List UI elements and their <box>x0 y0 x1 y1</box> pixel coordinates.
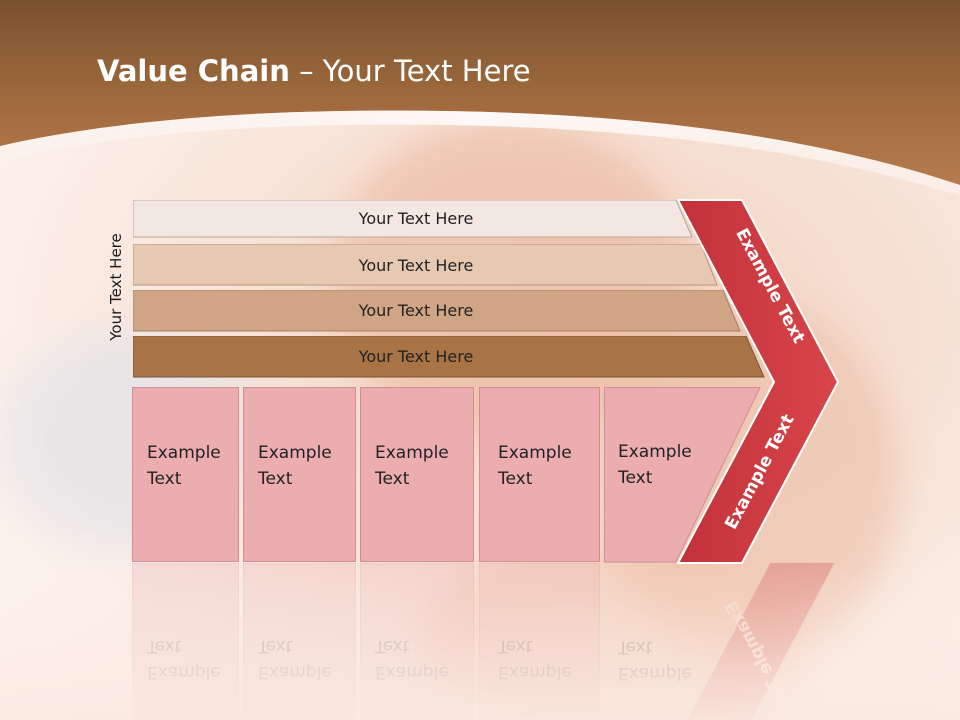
box-5: Example Text <box>618 442 692 488</box>
row-3-shape <box>133 290 741 332</box>
row-1-label: Your Text Here <box>358 209 474 228</box>
chevron-arrow <box>677 199 839 564</box>
row-2-label: Your Text Here <box>358 256 474 275</box>
row-4-label: Your Text Here <box>358 347 474 366</box>
box-1: Example Text <box>132 387 239 562</box>
side-label: Your Text Here <box>107 233 125 341</box>
row-3-label: Your Text Here <box>358 301 474 320</box>
reflection: Example Text Example Text Example Text E… <box>0 563 960 720</box>
page-title: Value Chain – Your Text Here <box>97 54 531 89</box>
row-1: Your Text Here <box>133 200 693 238</box>
title-bold: Value Chain <box>97 54 290 88</box>
reflection-fade <box>0 563 960 720</box>
box-3: Example Text <box>360 387 474 562</box>
row-4: Your Text Here <box>133 336 765 378</box>
row-3: Your Text Here <box>133 290 741 332</box>
row-2: Your Text Here <box>133 244 718 286</box>
title-rest: – Your Text Here <box>289 54 531 88</box>
row-4-shape <box>133 336 765 378</box>
row-2-shape <box>133 244 718 286</box>
header-band <box>0 0 960 196</box>
box-5-shape <box>604 387 761 563</box>
row-1-shape <box>133 200 693 238</box>
box-4: Example Text <box>479 387 600 562</box>
box-2: Example Text <box>243 387 356 562</box>
